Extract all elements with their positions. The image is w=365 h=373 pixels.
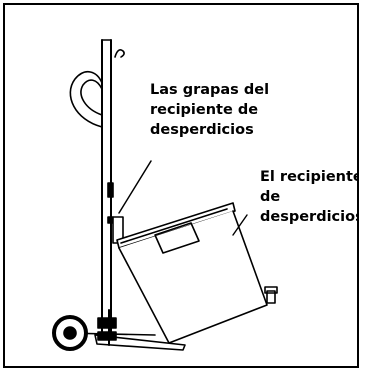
- wheel: [52, 315, 88, 351]
- waste-bin-cart-drawing: [52, 39, 278, 351]
- label-bin-clamps: Las grapas del recipiente de desperdicio…: [150, 80, 269, 140]
- label-waste-bin: El recipiente de desperdicios: [260, 167, 359, 227]
- label-line: desperdicios: [260, 209, 359, 225]
- label-line: recipiente de: [150, 102, 259, 118]
- figure-frame: Las grapas del recipiente de desperdicio…: [3, 3, 359, 368]
- waste-bin-shape: [116, 202, 278, 344]
- handle-loop: [69, 71, 103, 128]
- label-line: Las grapas del: [150, 82, 270, 98]
- label-line: El recipiente: [260, 169, 359, 185]
- label-line: desperdicios: [150, 122, 254, 138]
- label-line: de: [260, 189, 281, 205]
